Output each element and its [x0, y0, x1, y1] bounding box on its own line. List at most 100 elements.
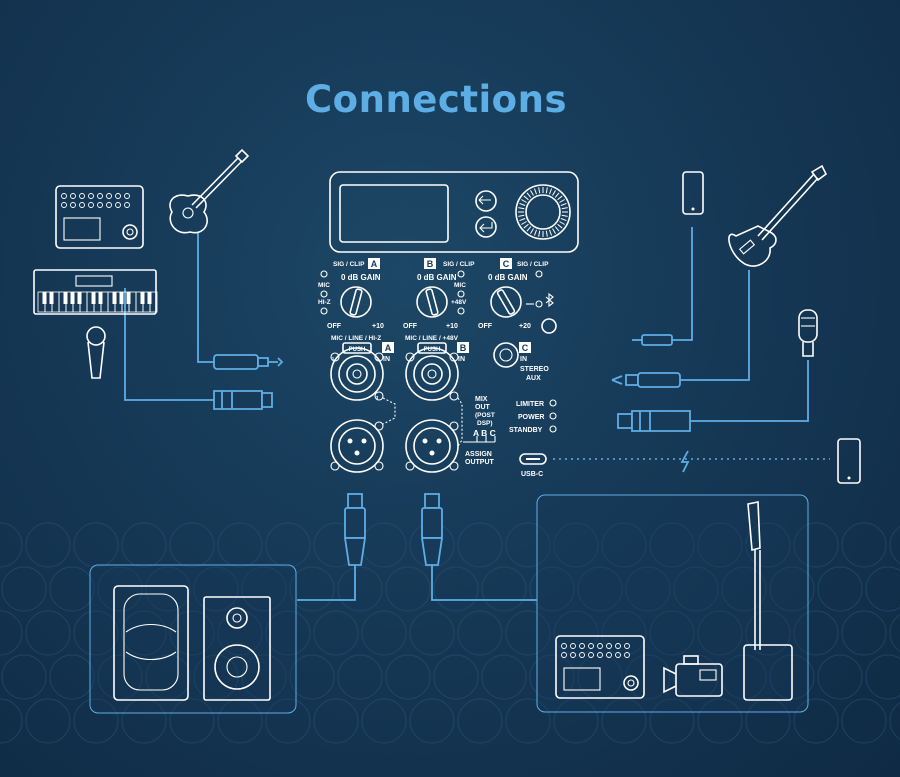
ch-b-in-badge	[457, 342, 469, 353]
mixer-icon	[555, 635, 645, 699]
stereo-aux-jack[interactable]	[493, 342, 519, 368]
ch-a-off-label: OFF	[327, 323, 342, 330]
ch-a-sig-clip-label: SIG / CLIP	[333, 261, 365, 268]
ch-c-letter: C	[503, 259, 510, 269]
cable-keyboard-to-a	[124, 288, 214, 401]
xlr-plug-icon	[343, 493, 367, 566]
ch-b-in-letter: B	[460, 343, 467, 353]
limiter-led	[549, 399, 557, 407]
ch-a-mic-label: MIC	[318, 282, 330, 289]
assign-output-xlr-jack[interactable]	[405, 419, 459, 473]
bluetooth-icon	[545, 292, 554, 308]
main-encoder-knob[interactable]	[515, 184, 571, 240]
ch-b-mic-label: MIC	[454, 282, 466, 289]
ch-a-in-letter: A	[385, 343, 392, 353]
phone-icon	[837, 438, 861, 484]
ch-b-in-label: IN	[458, 356, 465, 363]
ch-b-sig-led	[457, 270, 465, 278]
studio-monitor-icon	[203, 596, 271, 701]
ch-c-in-label: IN	[520, 356, 527, 363]
mix-out-label-4: DSP)	[477, 420, 493, 427]
aux-label: AUX	[526, 375, 541, 382]
ch-c-sig-led	[535, 270, 543, 278]
assign-output-label-1: ASSIGN	[465, 451, 492, 458]
lcd-screen	[339, 184, 449, 243]
ch-b-gain-label: 0 dB GAIN	[417, 273, 457, 282]
amp-control-panel: SIG / CLIP A 0 dB GAIN MIC HI-Z OFF +10 …	[318, 171, 579, 478]
enter-button[interactable]	[475, 216, 497, 238]
ch-b-sig-clip-label: SIG / CLIP	[443, 261, 475, 268]
xlr-plug-icon	[420, 493, 444, 566]
microphone-icon	[86, 326, 106, 379]
ch-a-sig-led	[320, 270, 328, 278]
condenser-mic-icon	[798, 309, 818, 357]
cable-bass-to-b	[680, 270, 750, 381]
ch-a-badge	[368, 258, 380, 269]
ch-b-gain-knob[interactable]	[416, 286, 448, 318]
page-title: Connections	[305, 78, 567, 121]
abc-label: A B C	[473, 428, 496, 438]
standby-led	[549, 425, 557, 433]
ch-b-combo-jack[interactable]: PUSH	[405, 342, 459, 401]
ch-b-letter: B	[427, 259, 434, 269]
eighth-inch-plug-icon	[632, 334, 673, 346]
mix-out-label-3: (POST	[475, 412, 495, 419]
studio-monitors-box	[89, 564, 297, 714]
bluetooth-led	[535, 300, 543, 308]
ch-c-sig-clip-label: SIG / CLIP	[517, 261, 549, 268]
ch-a-combo-jack[interactable]: PUSH	[330, 342, 384, 401]
electric-guitar-icon	[728, 164, 828, 267]
camcorder-icon	[663, 655, 723, 697]
phone-icon	[682, 171, 704, 215]
ch-b-plus10-label: +10	[446, 323, 458, 330]
back-button[interactable]	[475, 190, 497, 212]
assign-output-label-2: OUTPUT	[465, 459, 495, 466]
ch-a-plus10-label: +10	[372, 323, 384, 330]
usb-c-icon	[526, 458, 540, 460]
ch-c-gain-label: 0 dB GAIN	[488, 273, 528, 282]
quarter-inch-plug-icon	[213, 354, 284, 370]
cable-phone-to-aux	[642, 227, 693, 341]
cable-out-b-to-pa	[431, 565, 537, 601]
mix-out-label-1: MIX	[475, 396, 488, 403]
ch-a-mic-led	[320, 290, 328, 298]
ch-c-badge	[500, 258, 512, 269]
ch-b-push-label: PUSH	[424, 347, 441, 353]
ch-a-letter: A	[371, 259, 378, 269]
ch-a-hiz-led	[320, 307, 328, 315]
xlr-plug-icon	[213, 390, 273, 410]
ch-a-in-label: IN	[383, 356, 390, 363]
ch-a-push-label: PUSH	[349, 347, 366, 353]
acoustic-guitar-icon	[169, 148, 250, 234]
keyboard-icon	[33, 269, 158, 315]
stereo-label: STEREO	[520, 366, 549, 373]
bluetooth-pair-button[interactable]	[541, 318, 557, 334]
usb-c-port[interactable]	[519, 453, 547, 465]
ch-a-gain-knob[interactable]	[340, 286, 372, 318]
ch-c-plus20-label: +20	[519, 323, 531, 330]
ch-a-gain-label: 0 dB GAIN	[341, 273, 381, 282]
pin-number: 2	[376, 356, 379, 361]
back-arrow-icon	[478, 195, 491, 205]
ch-c-in-badge	[519, 342, 531, 353]
ch-c-off-label: OFF	[478, 323, 493, 330]
enter-arrow-icon	[479, 222, 493, 233]
mix-out-xlr-jack[interactable]	[330, 419, 384, 473]
standby-label: STANDBY	[509, 427, 543, 434]
cable-guitar-to-a	[197, 232, 214, 363]
cable-out-a-to-monitors	[297, 565, 356, 601]
mixer-icon	[55, 185, 144, 249]
ch-b-off-label: OFF	[403, 323, 418, 330]
ch-a-hiz-label: HI-Z	[318, 299, 331, 306]
quarter-inch-plug-icon	[611, 372, 681, 388]
ch-b-input-label: MIC / LINE / +48V	[405, 335, 459, 342]
ch-b-badge	[424, 258, 436, 269]
ch-b-48v-led	[457, 307, 465, 315]
ch-a-input-label: MIC / LINE / HI-Z	[331, 335, 381, 342]
ch-b-mic-led	[457, 290, 465, 298]
ch-c-gain-knob[interactable]	[490, 286, 522, 318]
ch-c-in-letter: C	[522, 343, 529, 353]
ch-b-48v-label: +48V	[451, 299, 467, 306]
xlr-plug-icon	[617, 410, 691, 432]
